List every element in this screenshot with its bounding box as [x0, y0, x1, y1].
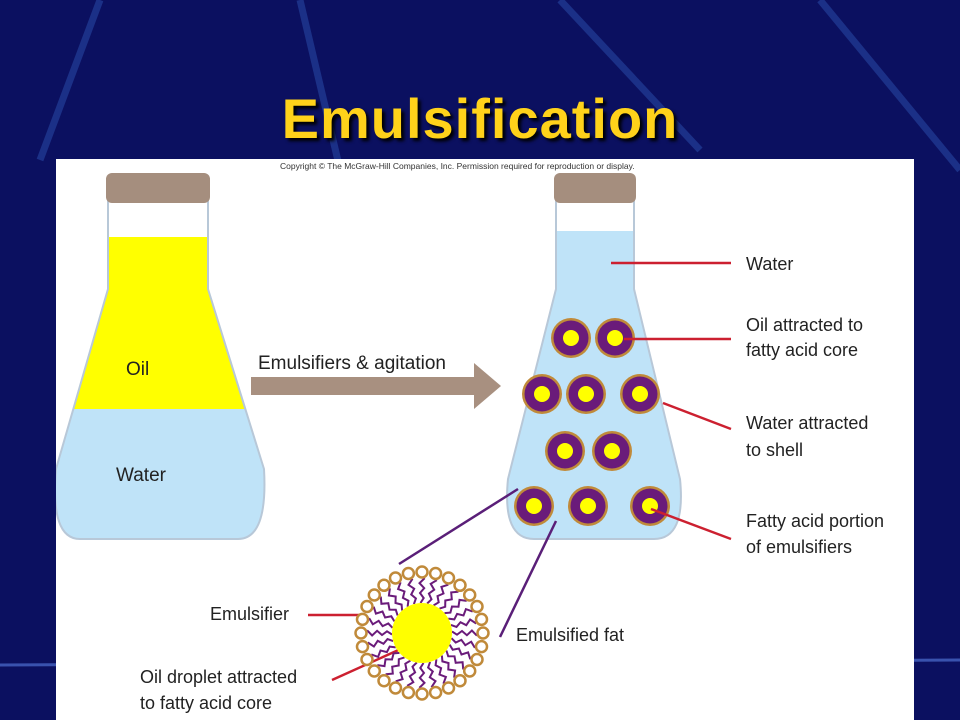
emulsifier-tail [450, 618, 477, 629]
emulsifier-head [453, 578, 467, 593]
callout-emulsified-fat: Emulsified fat [516, 625, 624, 645]
callout-oil-attracted-1: Oil attracted to [746, 315, 863, 335]
fat-droplet [592, 431, 632, 471]
emulsifier-tail [448, 644, 472, 660]
callout-water: Water [746, 254, 793, 274]
emulsifier-tail [372, 606, 396, 622]
emulsifier-tail [433, 583, 449, 607]
emulsifier-tail [385, 656, 405, 676]
emulsifier-head [355, 612, 370, 627]
leader-fatty-acid [650, 507, 732, 541]
emulsifier-head [401, 566, 416, 581]
emulsifier-tail [387, 588, 404, 611]
oil-droplet-core [392, 603, 452, 663]
emulsifier-head [388, 681, 403, 695]
fat-droplet [595, 318, 635, 358]
callout-oil-attracted-2: fatty acid core [746, 340, 858, 360]
emulsifier-tail [406, 661, 418, 687]
emulsifier-tail [439, 590, 459, 610]
emulsifier-tail [366, 629, 393, 637]
fat-droplet [568, 486, 608, 526]
fat-droplet [522, 374, 562, 414]
callout-water-attracted-1: Water attracted [746, 413, 868, 433]
right-flask-cap [554, 173, 636, 203]
callout-fatty-acid-2: of emulsifiers [746, 537, 852, 557]
left-flask-oil-label: Oil [126, 359, 149, 380]
emulsifier-head [428, 566, 443, 581]
callout-emulsifier: Emulsifier [210, 604, 289, 624]
fat-droplet [514, 486, 554, 526]
emulsifier-head [441, 681, 456, 695]
emulsifier-tail [451, 629, 478, 637]
emulsifier-head [462, 588, 477, 602]
emulsifier-head [367, 588, 382, 602]
emulsifier-tail [407, 578, 418, 605]
emulsifier-head [360, 652, 374, 667]
copyright-text: Copyright © The McGraw-Hill Companies, I… [280, 161, 635, 171]
emulsifier-head [354, 626, 368, 640]
leader-to-flask-b [498, 520, 558, 638]
emulsifier-head [367, 664, 382, 678]
fat-droplet [551, 318, 591, 358]
leader-to-flask-a [398, 487, 519, 566]
leader-water-attracted [662, 401, 732, 431]
left-flask: Oil Water [56, 173, 266, 540]
emulsifier-tail [445, 650, 465, 670]
emulsifier-head [462, 664, 477, 678]
emulsification-figure: Copyright © The McGraw-Hill Companies, I… [56, 159, 914, 720]
emulsifier-tail [440, 655, 457, 678]
left-flask-water-label: Water [116, 465, 167, 486]
right-flask [506, 173, 682, 540]
callout-fatty-acid-1: Fatty acid portion [746, 511, 884, 531]
emulsifier-tail [395, 659, 411, 683]
emulsifier-head [453, 673, 467, 688]
emulsifier-head [388, 571, 403, 585]
emulsifier-head [474, 612, 489, 627]
emulsifier-head [415, 687, 429, 701]
emulsifier-tail [379, 596, 399, 616]
water-layer [56, 409, 265, 539]
arrow-label: Emulsifiers & agitation [258, 353, 446, 374]
fat-droplet [630, 486, 670, 526]
emulsifier-head [470, 652, 484, 667]
emulsifier-tail [418, 662, 426, 689]
emulsifier-tail [418, 577, 426, 604]
emulsifier-head [401, 685, 416, 700]
emulsifier-head [441, 571, 456, 585]
callout-oil-droplet-1: Oil droplet attracted [140, 667, 297, 687]
emulsifier-tail [396, 581, 410, 607]
emulsifier-tail [367, 637, 394, 648]
fat-droplet [545, 431, 585, 471]
micelle-detail [354, 565, 490, 701]
process-arrow: Emulsifiers & agitation [251, 353, 501, 409]
slide-title: Emulsification [281, 87, 679, 150]
emulsifier-head [415, 565, 429, 579]
fat-droplets [514, 318, 670, 526]
emulsifier-head [360, 599, 374, 614]
emulsifier-tail [444, 598, 467, 615]
emulsifier-tail [426, 661, 437, 688]
emulsifier-tail [448, 607, 474, 621]
emulsifier-head [470, 599, 484, 614]
fat-droplet [620, 374, 660, 414]
emulsifier-tail [450, 637, 476, 649]
callout-water-attracted-2: to shell [746, 440, 803, 460]
emulsifier-tail [426, 579, 438, 605]
fat-droplet [566, 374, 606, 414]
left-flask-cap [106, 173, 210, 203]
emulsifier-head [377, 673, 391, 688]
emulsifier-head [377, 578, 391, 593]
emulsifier-tail [368, 617, 394, 629]
emulsifier-tail [434, 659, 448, 685]
emulsifier-head [476, 626, 490, 640]
emulsifier-head [355, 639, 370, 654]
emulsifier-head [428, 685, 443, 700]
emulsifier-head [474, 639, 489, 654]
emulsifier-tail [377, 651, 400, 668]
callout-oil-droplet-2: to fatty acid core [140, 693, 272, 713]
emulsifier-tail [370, 645, 396, 659]
